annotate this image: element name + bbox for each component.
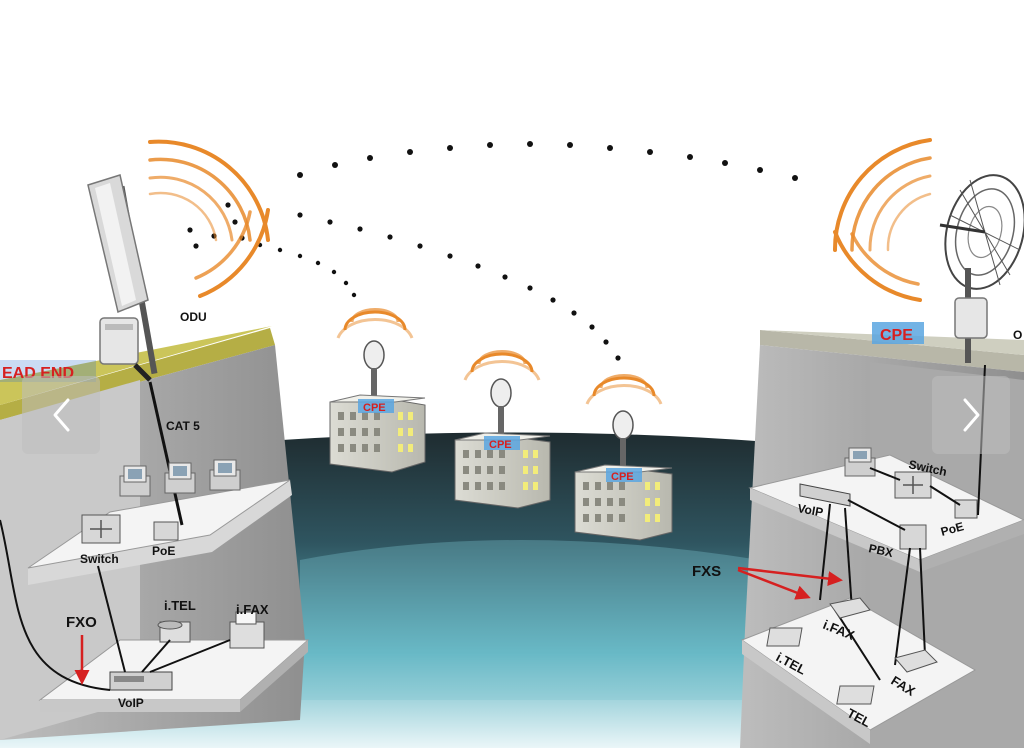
chevron-right-icon xyxy=(963,398,980,432)
switch-icon-right xyxy=(894,471,932,499)
tel-phone-right xyxy=(836,685,875,705)
signal-path-top xyxy=(297,141,798,181)
computer-icon xyxy=(164,462,196,494)
computer-icon xyxy=(209,459,241,491)
previous-slide-button[interactable] xyxy=(22,376,100,454)
ground-highlight xyxy=(300,540,760,700)
cat5-cable xyxy=(148,381,184,526)
fxs-arrow-1 xyxy=(737,566,843,587)
odu-box-right xyxy=(954,297,988,339)
next-slide-button[interactable] xyxy=(932,376,1010,454)
computer-icon xyxy=(119,465,151,497)
right-cpe-waves xyxy=(832,138,932,302)
cpe-building-3: CPE xyxy=(574,373,673,541)
poe-label-left: PoE xyxy=(152,544,175,558)
grid-dish-antenna xyxy=(939,174,1024,363)
signal-path-mid xyxy=(297,212,621,361)
odu-label-right-partial: O xyxy=(1013,328,1022,342)
voip-label-left: VoIP xyxy=(118,696,144,710)
odu-left-waves xyxy=(148,139,270,298)
cpe-label-3: CPE xyxy=(611,471,634,483)
ifax-label-left: i.FAX xyxy=(236,602,269,617)
pbx-label: PBX xyxy=(867,541,894,560)
fxs-label: FXS xyxy=(692,563,721,580)
cpe-label-right: CPE xyxy=(880,327,913,344)
fxs-arrow-2 xyxy=(737,568,811,600)
signal-dots xyxy=(187,141,798,361)
voip-device-right xyxy=(799,483,851,507)
ifax-device-left xyxy=(229,611,265,649)
voip-device-left xyxy=(109,671,173,691)
fax-device-right xyxy=(894,649,938,673)
poe-icon-left xyxy=(153,521,179,541)
chevron-left-icon xyxy=(53,398,70,432)
fxo-label: FXO xyxy=(66,614,97,631)
floor-upper xyxy=(28,480,292,585)
signal-path-low xyxy=(187,202,357,298)
switch-label-left: Switch xyxy=(80,552,119,566)
cpe-right-label-bg xyxy=(872,322,924,344)
poe-label-right: PoE xyxy=(939,519,965,539)
cpe-building-1: CPE xyxy=(329,307,426,473)
cpe-building-2: CPE xyxy=(454,349,551,509)
poe-icon-right xyxy=(954,499,978,519)
switch-icon-left xyxy=(81,514,121,544)
computers-group-left xyxy=(119,459,241,497)
cpe-label-1: CPE xyxy=(363,402,386,414)
itel-phone-right xyxy=(766,627,803,647)
cat5-label: CAT 5 xyxy=(166,419,200,433)
odu-left-antenna xyxy=(87,174,158,382)
itel-label-left: i.TEL xyxy=(164,598,196,613)
ifax-device-right xyxy=(829,597,871,619)
odu-label: ODU xyxy=(180,310,207,324)
cpe-label-2: CPE xyxy=(489,439,512,451)
voip-label-right: VoIP xyxy=(796,501,824,519)
itel-phone-left xyxy=(157,620,191,643)
computer-icon xyxy=(844,447,876,477)
